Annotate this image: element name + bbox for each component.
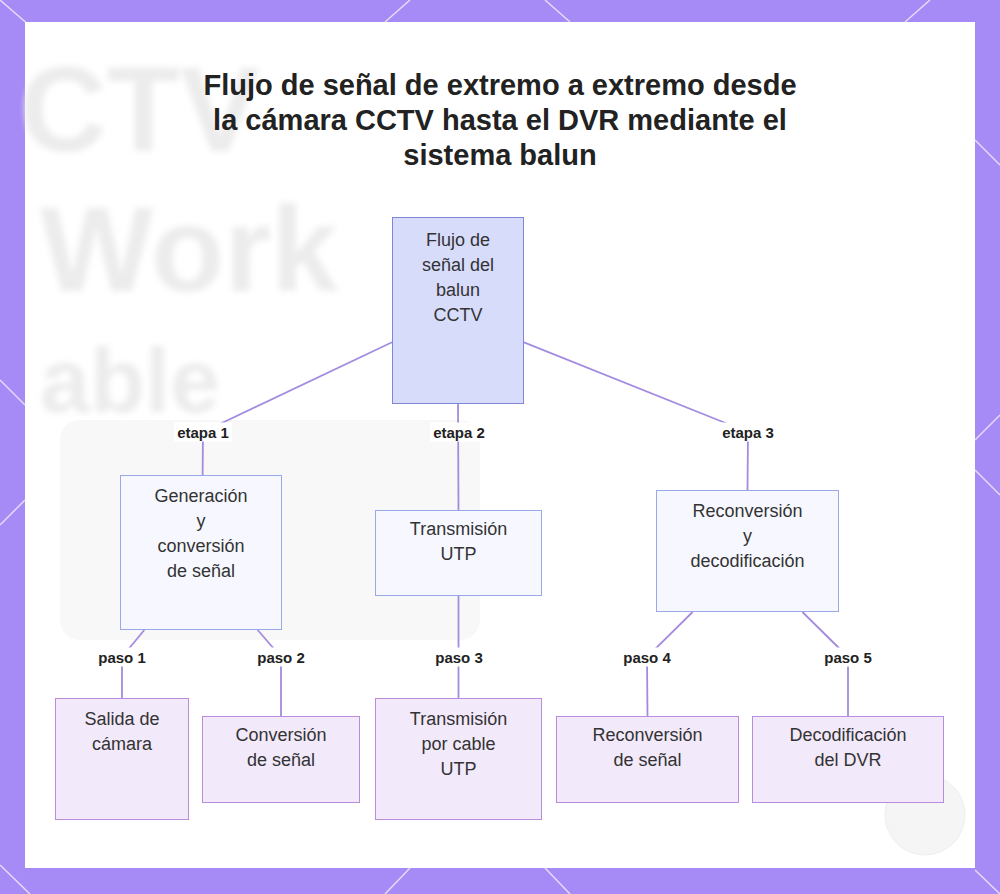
step-box: Reconversión de señal	[556, 716, 739, 803]
node-label: Generación y conversión de señal	[151, 484, 251, 584]
root-box: Flujo de señal del balun CCTV	[392, 217, 524, 404]
stage-box: Reconversión y decodificación	[656, 490, 839, 612]
decor-line	[0, 500, 25, 525]
stage-box: Generación y conversión de señal	[120, 475, 282, 630]
watermark-text: Work	[40, 180, 338, 318]
node-label: Reconversión de señal	[585, 723, 710, 773]
decor-line	[975, 415, 1000, 440]
connector-label: paso 1	[95, 648, 149, 667]
stage-box: Transmisión UTP	[375, 510, 542, 596]
watermark-text: able	[40, 330, 220, 433]
connector-label: etapa 1	[174, 423, 232, 442]
decor-line	[975, 470, 1000, 495]
step-box: Decodificación del DVR	[752, 716, 944, 803]
diagram-title: Flujo de señal de extremo a extremo desd…	[190, 68, 810, 173]
step-box: Conversión de señal	[202, 716, 360, 803]
connector-line	[203, 342, 392, 475]
node-label: Reconversión y decodificación	[686, 499, 810, 574]
node-label: Conversión de señal	[226, 723, 336, 773]
decor-line	[545, 868, 570, 894]
decor-line	[0, 380, 25, 405]
node-label: Flujo de señal del balun CCTV	[417, 228, 499, 328]
step-box: Transmisión por cable UTP	[375, 698, 542, 820]
decor-line	[385, 868, 410, 894]
connector-label: etapa 2	[430, 423, 488, 442]
connector-label: paso 2	[254, 648, 308, 667]
connector-label: paso 4	[620, 648, 674, 667]
node-label: Decodificación del DVR	[778, 723, 918, 773]
connector-line	[258, 630, 281, 716]
connector-label: etapa 3	[719, 423, 777, 442]
connector-label: paso 5	[821, 648, 875, 667]
node-label: Transmisión UTP	[399, 517, 519, 567]
node-label: Transmisión por cable UTP	[406, 707, 511, 782]
decor-line	[0, 865, 30, 894]
decor-line	[975, 870, 1000, 894]
decor-line	[975, 140, 1000, 165]
decor-line	[545, 0, 570, 22]
node-label: Salida de cámara	[72, 707, 172, 757]
connector-line	[524, 342, 748, 490]
connector-label: paso 3	[432, 648, 486, 667]
step-box: Salida de cámara	[55, 698, 189, 820]
decor-line	[905, 0, 930, 22]
decor-line	[385, 0, 410, 22]
connector-line	[457, 404, 459, 510]
